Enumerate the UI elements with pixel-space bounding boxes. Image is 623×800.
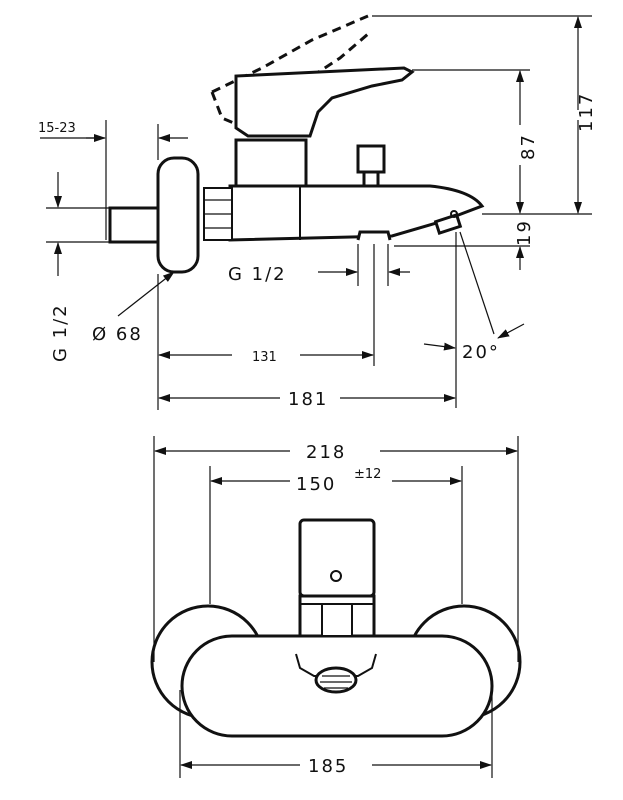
dim-150: 150: [296, 474, 336, 495]
rosette: [156, 156, 200, 274]
dim-19: 19: [514, 219, 535, 246]
dim-185: 185: [308, 756, 348, 777]
dim-117: 117: [576, 92, 597, 132]
lever-indicator: [330, 570, 342, 582]
diverter-knob: [356, 144, 386, 174]
spout-aerator: [433, 213, 463, 235]
front-view: 218 150 ±12 185: [150, 436, 522, 778]
wall-connection: [108, 206, 160, 244]
dim-131: 131: [252, 350, 277, 365]
dim-15-23: 15-23: [38, 121, 76, 136]
side-view: 15-23 G 1/2 Ø 68 117 87 19 G 1/2: [38, 14, 597, 410]
mixer-body: [228, 184, 485, 242]
lever-front: [298, 518, 376, 598]
dim-20deg: 20°: [462, 342, 500, 363]
bottom-outlet: [356, 230, 392, 241]
dim-218: 218: [306, 442, 346, 463]
dim-g12-left: G 1/2: [50, 303, 71, 362]
dim-g12-bottom: G 1/2: [228, 264, 287, 285]
lever-handle: [234, 66, 415, 138]
dim-87: 87: [518, 133, 539, 160]
dim-150-tolerance: ±12: [354, 467, 381, 482]
dim-d68: Ø 68: [92, 324, 143, 345]
dim-181: 181: [288, 389, 328, 410]
cartridge-body: [234, 138, 308, 188]
